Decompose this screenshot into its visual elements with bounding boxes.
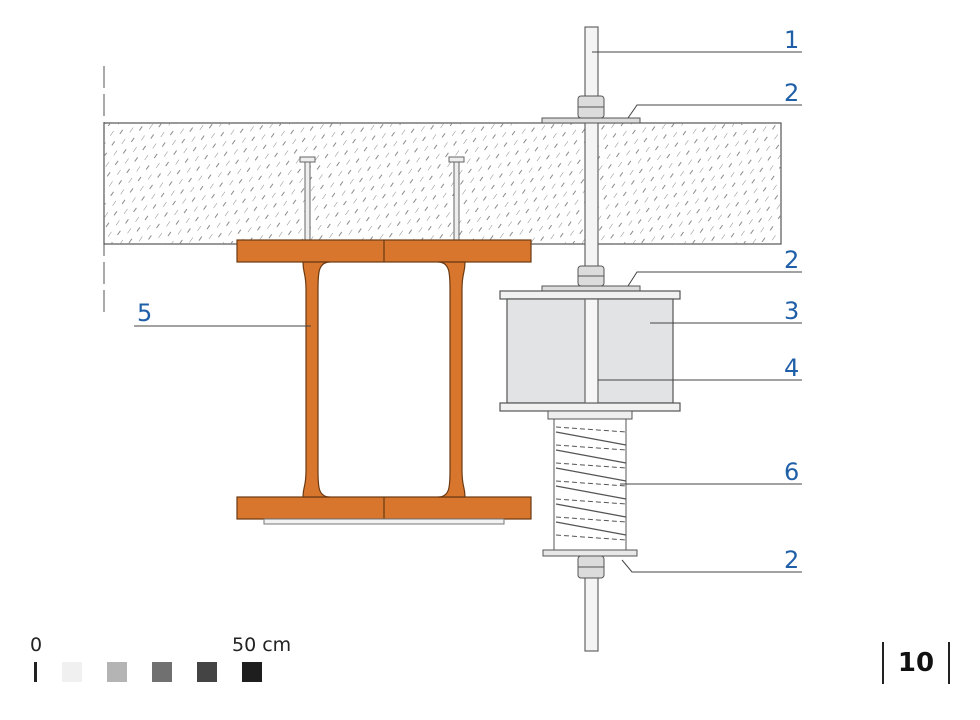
callout-block: 3 [784, 297, 799, 325]
scale-swatches [62, 662, 262, 682]
scale-end-label: 50 cm [232, 634, 291, 656]
page-number: 10 [882, 642, 950, 684]
middle-washer-nut [541, 265, 641, 292]
leader-lines [134, 51, 802, 573]
scale-swatch [152, 662, 172, 682]
steel-i-beam [236, 239, 532, 520]
top-washer-nut [541, 95, 641, 124]
callout-washer-bottom: 2 [784, 546, 799, 574]
scale-swatch [197, 662, 217, 682]
scale-bar: 0 50 cm [30, 634, 291, 682]
callout-washer-middle: 2 [784, 246, 799, 274]
elastomeric-block [499, 290, 681, 412]
callout-washer-top: 2 [784, 79, 799, 107]
callout-rod: 1 [784, 26, 799, 54]
callout-bar: 4 [784, 354, 799, 382]
spring-housing [542, 410, 638, 557]
callout-beam: 5 [137, 299, 152, 327]
callout-spring: 6 [784, 458, 799, 486]
scale-swatch [62, 662, 82, 682]
scale-swatch [242, 662, 262, 682]
scale-start-label: 0 [30, 634, 42, 656]
scale-swatch [107, 662, 127, 682]
scale-origin-tick [34, 662, 37, 682]
beam-bottom-plate [263, 518, 505, 525]
bottom-nut [577, 555, 605, 579]
concrete-slab [103, 122, 782, 245]
